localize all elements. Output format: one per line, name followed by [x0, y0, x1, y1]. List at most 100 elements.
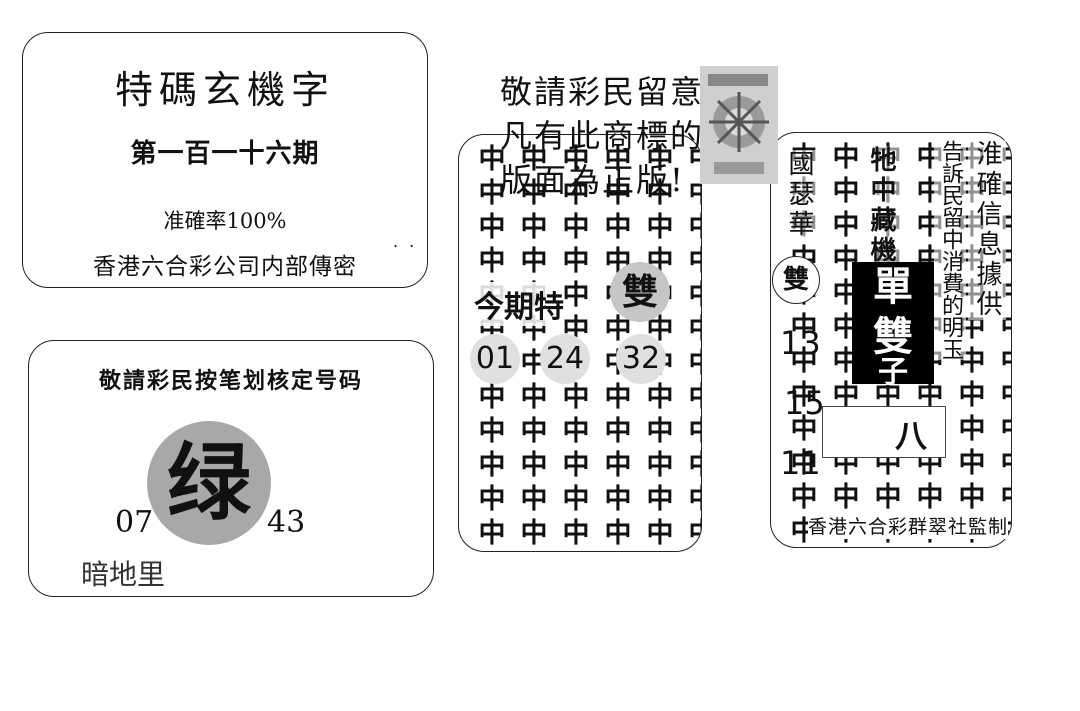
card-subtitle: 香港六合彩公司内部傳密	[93, 254, 357, 280]
pattern-char: 中	[681, 313, 702, 347]
black-box-char-3: 子	[878, 355, 908, 390]
trademark-stamp-icon	[700, 66, 778, 184]
gray-circle	[147, 421, 271, 545]
pattern-char: 中	[478, 178, 506, 209]
pattern-char: 中	[604, 416, 632, 447]
big-character: 绿	[166, 433, 251, 532]
pattern-char: 中	[874, 380, 902, 411]
pattern-char: 中	[832, 176, 860, 207]
pattern-char: 中	[790, 482, 818, 513]
pattern-char: 中	[993, 447, 1012, 481]
trademark-notice: 敬請彩民留意 凡有此商標的 版面為正版!	[500, 70, 704, 202]
pattern-char: 中	[993, 379, 1012, 413]
number-left: 07	[115, 505, 154, 540]
pattern-char: 中	[874, 482, 902, 513]
number-circle-1: 01	[470, 334, 520, 384]
pattern-char: 中	[958, 482, 986, 513]
pattern-char: 中	[832, 210, 860, 241]
pattern-char: 中	[681, 415, 702, 449]
pattern-char: 中	[604, 518, 632, 549]
pattern-char: 中	[604, 212, 632, 243]
black-label-box: 單 雙 子	[852, 262, 934, 390]
notice-line-2: 凡有此商標的	[500, 117, 705, 155]
pattern-char: 中	[832, 482, 860, 513]
pattern-char: 中	[520, 246, 548, 277]
pattern-char: 中	[681, 177, 702, 211]
stroke-count-card: 敬請彩民按笔划核定号码 绿 07 43 暗地里	[28, 340, 434, 597]
right-number-1: 13	[780, 324, 821, 362]
pattern-char: 中	[993, 413, 1012, 447]
pattern-char: 中	[520, 212, 548, 243]
pattern-char: 中	[520, 382, 548, 413]
pattern-char: 中	[916, 482, 944, 513]
right-number-3: 11	[780, 444, 821, 482]
pattern-char: 中	[916, 380, 944, 411]
pattern-char: 中	[993, 345, 1012, 379]
card-title: 特碼玄機字	[114, 68, 335, 112]
pattern-char: 中	[562, 450, 590, 481]
right-number-2: 15	[784, 384, 825, 422]
pattern-char: 中	[832, 142, 860, 173]
pattern-char: 中	[993, 481, 1012, 515]
pattern-char: 中	[562, 144, 590, 175]
shuang-small-circle: 雙	[772, 256, 820, 304]
pattern-char: 中	[646, 484, 674, 515]
pattern-char: 中	[681, 381, 702, 415]
box-char: 八	[895, 417, 928, 455]
black-box-char-1: 單	[873, 263, 913, 310]
pattern-char: 中	[646, 212, 674, 243]
pattern-char: 中	[478, 144, 506, 175]
issue-number: 第一百一十六期	[130, 139, 320, 169]
dots-mark: . .	[393, 232, 418, 251]
accuracy-text: 准確率100%	[163, 209, 287, 233]
pattern-char: 中	[681, 483, 702, 517]
vertical-text-right-2: 告訴民留中消費的明玉	[934, 140, 966, 360]
pattern-char: 中	[562, 280, 590, 311]
pattern-char: 中	[958, 380, 986, 411]
pattern-char: 中	[681, 347, 702, 381]
pattern-char: 中	[646, 450, 674, 481]
vertical-text-mid: 牠中藏機	[862, 146, 900, 266]
white-label-box: 八	[822, 406, 946, 458]
pattern-char: 中	[604, 450, 632, 481]
pattern-char: 中	[604, 178, 632, 209]
pattern-char: 中	[681, 449, 702, 483]
number-circle-2: 24	[540, 334, 590, 384]
pattern-char: 中	[562, 246, 590, 277]
pattern-char: 中	[832, 380, 860, 411]
pattern-char: 中	[646, 416, 674, 447]
pattern-char: 中	[562, 484, 590, 515]
pattern-char: 中	[993, 311, 1012, 345]
pattern-char: 中	[646, 518, 674, 549]
pattern-char: 中	[646, 144, 674, 175]
pattern-char: 中	[520, 416, 548, 447]
pattern-char: 中	[520, 144, 548, 175]
pattern-char: 中	[790, 448, 818, 479]
notice-line-1: 敬請彩民留意	[500, 73, 705, 111]
pattern-char: 中	[520, 178, 548, 209]
pattern-char: 中	[478, 246, 506, 277]
vertical-text-right-1: 淮確信息據供	[968, 140, 1006, 320]
vertical-text-left: 國瑟華	[780, 150, 818, 240]
pattern-char: 中	[790, 346, 818, 377]
number-right: 43	[267, 505, 306, 540]
pattern-char: 中	[790, 414, 818, 445]
pattern-char: 中	[478, 382, 506, 413]
pattern-char: 中	[790, 380, 818, 411]
pattern-char: 中	[681, 245, 702, 279]
pattern-char: 中	[681, 279, 702, 313]
pattern-char: 中	[958, 448, 986, 479]
number-circle-3: 32	[616, 334, 666, 384]
shuang-circle: 雙	[610, 262, 670, 322]
pattern-char: 中	[604, 144, 632, 175]
right-card-footer: 香港六合彩群翠社監制	[808, 512, 1009, 539]
pattern-char: 中	[562, 382, 590, 413]
notice-line-3: 版面為正版!	[500, 161, 685, 199]
secret-code-card: 特碼玄機字 第一百一十六期 准確率100% 香港六合彩公司内部傳密	[22, 32, 428, 288]
pattern-char: 中	[604, 484, 632, 515]
pattern-char: 中	[520, 450, 548, 481]
pattern-char: 中	[646, 382, 674, 413]
pattern-char: 中	[646, 178, 674, 209]
pattern-char: 中	[790, 312, 818, 343]
pattern-char: 中	[604, 382, 632, 413]
